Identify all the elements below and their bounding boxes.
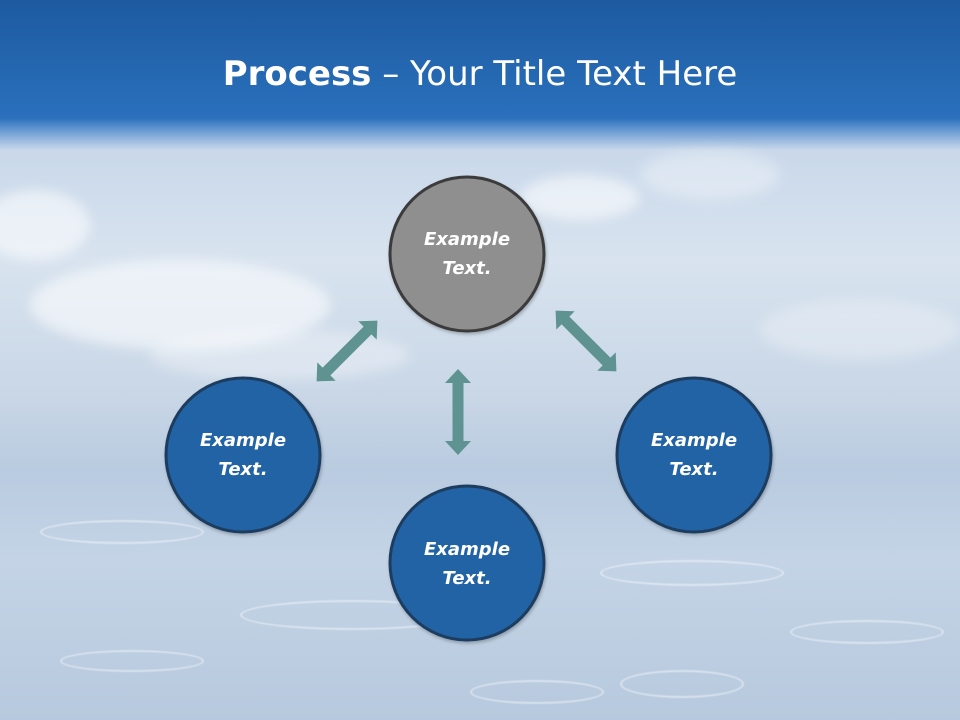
water-ripple (60, 650, 204, 672)
cloud (760, 300, 960, 360)
node-label-right: Example Text. (619, 426, 769, 484)
slide-title-bold: Process (222, 54, 372, 94)
node-label-line: Text. (442, 568, 492, 589)
process-node-top (388, 175, 546, 333)
double-arrow-left (316, 320, 378, 382)
node-label-top: Example Text. (392, 225, 542, 283)
node-label-line: Example (423, 229, 511, 250)
node-label-line: Example (199, 430, 287, 451)
cloud (520, 175, 640, 220)
slide-title-rest: – Your Title Text Here (371, 54, 738, 94)
node-label-line: Text. (218, 459, 268, 480)
node-label-line: Text. (669, 459, 719, 480)
slide-title: Process – Your Title Text Here (0, 52, 960, 96)
process-node-bottom (388, 484, 546, 642)
water-ripple (40, 520, 204, 544)
cloud (30, 260, 330, 350)
process-node-left (164, 376, 322, 534)
double-arrow-vertical (445, 369, 471, 455)
water-ripple (790, 620, 944, 644)
cloud (0, 190, 90, 260)
water-ripple (470, 680, 604, 704)
node-label-left: Example Text. (168, 426, 318, 484)
node-label-line: Example (650, 430, 738, 451)
double-arrow-right (555, 310, 617, 372)
node-label-line: Example (423, 539, 511, 560)
water-ripple (600, 560, 784, 586)
cloud (640, 150, 780, 200)
water-ripple (620, 670, 744, 698)
process-node-right (615, 376, 773, 534)
node-label-line: Text. (442, 258, 492, 279)
node-label-bottom: Example Text. (392, 535, 542, 593)
